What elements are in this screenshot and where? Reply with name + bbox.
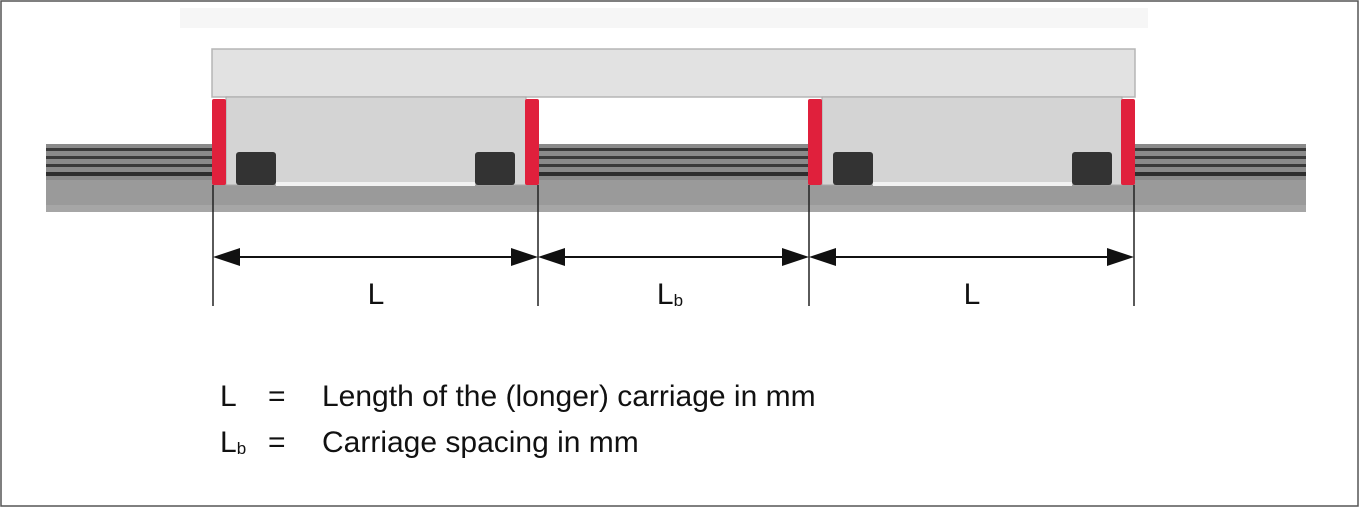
dimension-line-Lb bbox=[538, 248, 809, 266]
legend-text: Carriage spacing in mm bbox=[322, 426, 639, 459]
legend-symbol: L bbox=[220, 380, 237, 413]
dimension-label-left-L: L bbox=[367, 278, 385, 311]
legend-equals: = bbox=[268, 426, 286, 459]
top-band bbox=[180, 8, 1148, 28]
legend-row-L: L = Length of the (longer) carriage in mm bbox=[220, 380, 816, 414]
legend-text: Length of the (longer) carriage in mm bbox=[322, 380, 816, 413]
dimension-line-right-L bbox=[809, 248, 1134, 266]
dimension-label-Lb: Lb bbox=[656, 278, 684, 311]
left-carriage-seal-right bbox=[525, 99, 539, 185]
dimension-label-right-L: L bbox=[963, 278, 981, 311]
legend-symbol: Lb bbox=[220, 426, 247, 459]
legend-row-Lb: Lb = Carriage spacing in mm bbox=[220, 426, 639, 460]
right-carriage bbox=[821, 96, 1123, 186]
extension-lines bbox=[212, 185, 1135, 306]
right-carriage-seal-left bbox=[808, 99, 822, 185]
legend-equals: = bbox=[268, 380, 286, 413]
dimension-line-left-L bbox=[213, 248, 538, 266]
left-carriage-seal-left bbox=[212, 99, 226, 185]
left-carriage bbox=[225, 96, 527, 186]
right-carriage-seal-right bbox=[1121, 99, 1135, 185]
table-plate bbox=[211, 48, 1136, 98]
dimension-label-Lb-subscript: b bbox=[673, 291, 684, 310]
